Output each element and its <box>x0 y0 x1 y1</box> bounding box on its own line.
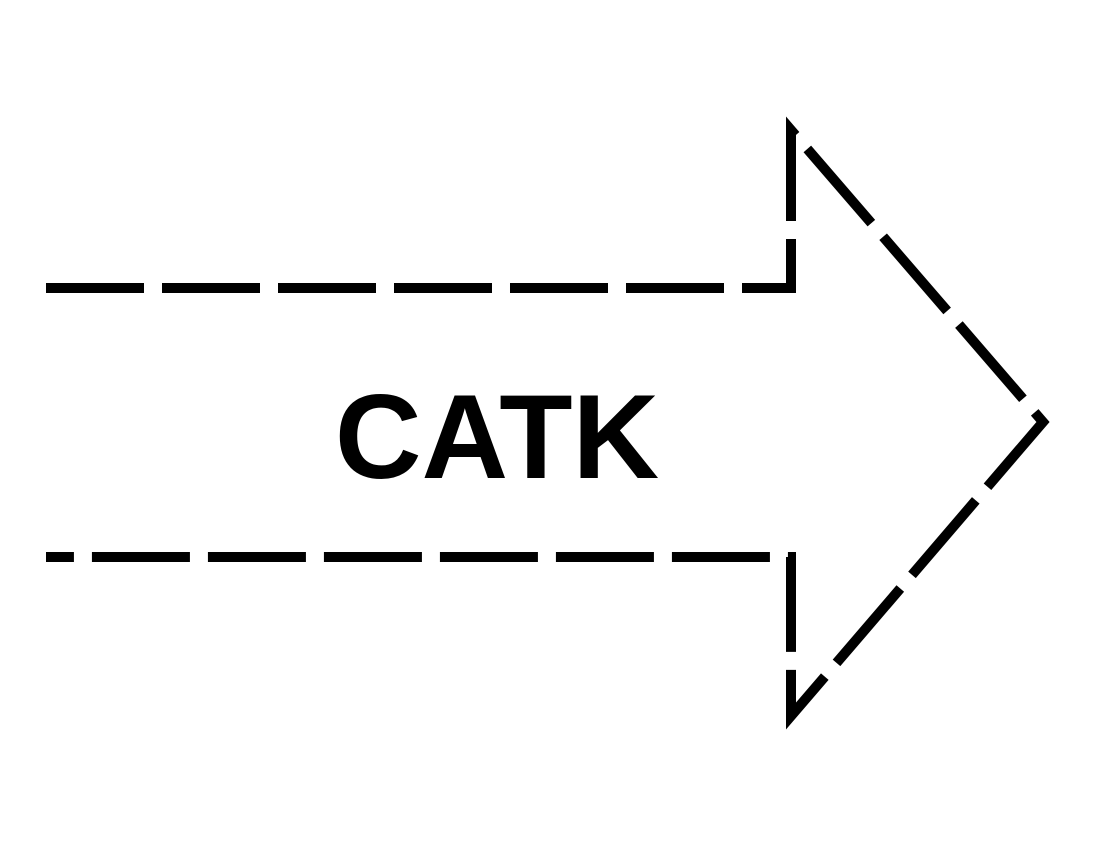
arrow-label: CATK <box>335 370 659 504</box>
dashed-arrow-shape <box>46 116 1050 730</box>
